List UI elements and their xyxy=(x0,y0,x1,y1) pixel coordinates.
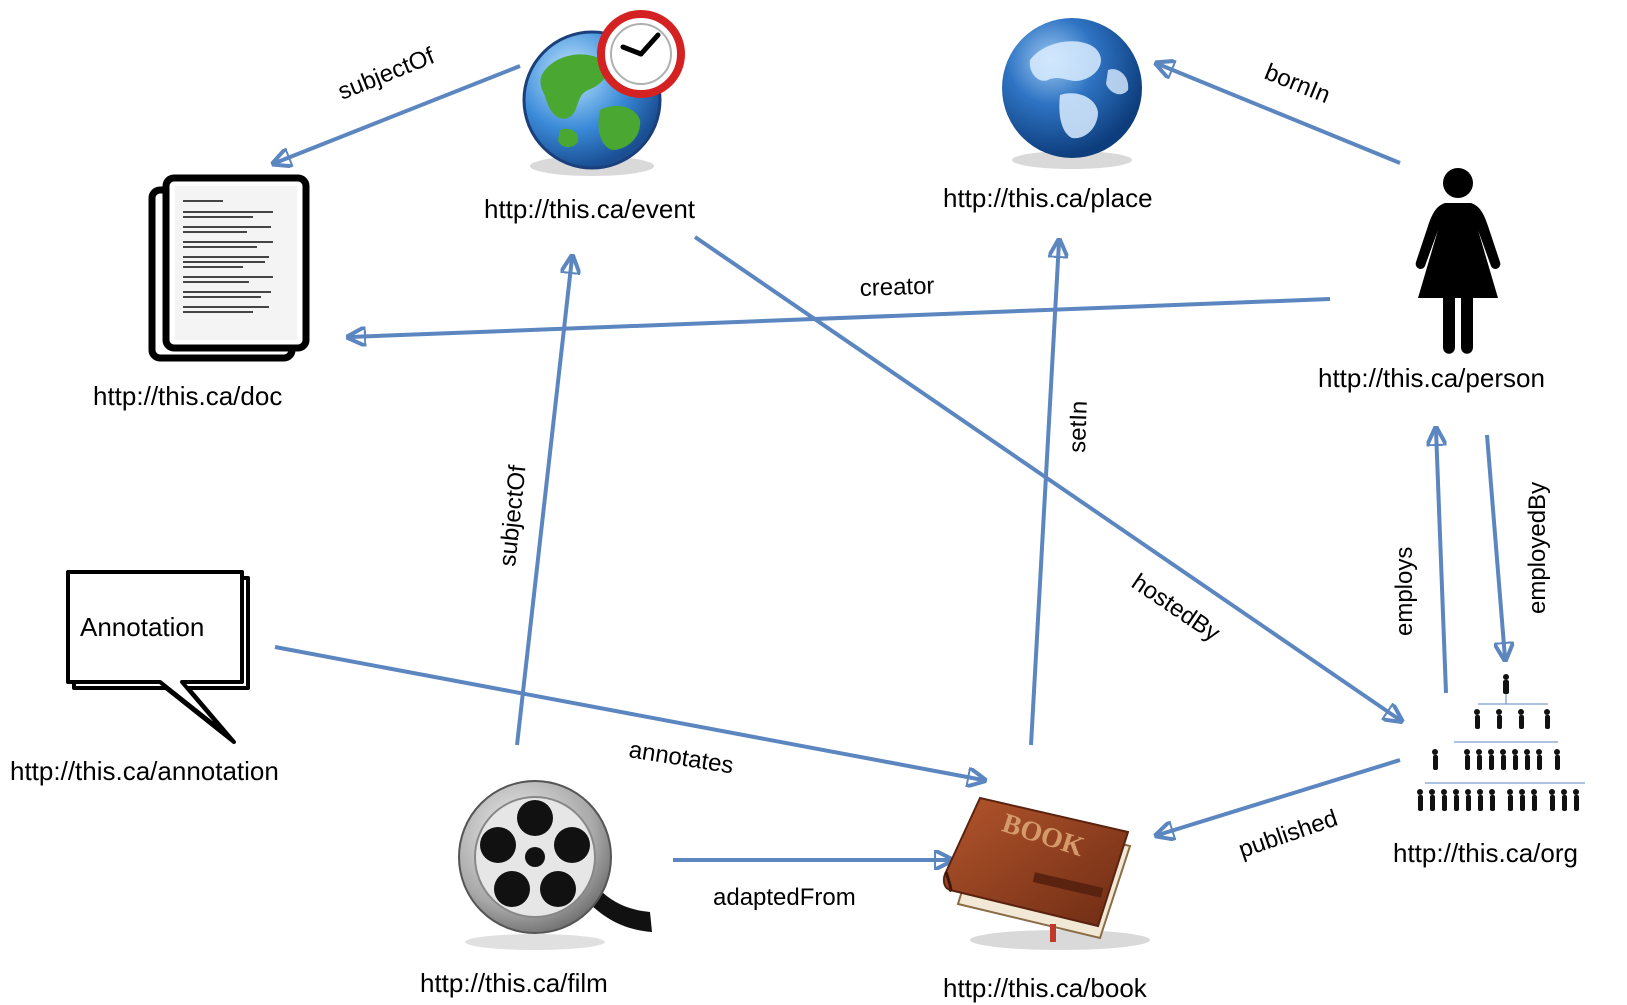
edge-labels: subjectOf bornIn creator subjectOf setIn… xyxy=(334,42,1551,911)
org-chart-icon xyxy=(1417,674,1585,811)
node-label-event: http://this.ca/event xyxy=(484,194,696,224)
label-person-doc: creator xyxy=(859,272,935,302)
label-film-event: subjectOf xyxy=(494,464,531,568)
node-label-annotation: http://this.ca/annotation xyxy=(10,756,279,786)
node-label-film: http://this.ca/film xyxy=(420,968,608,998)
globe-clock-icon xyxy=(522,10,685,176)
node-org: http://this.ca/org xyxy=(1393,674,1585,868)
node-label-org: http://this.ca/org xyxy=(1393,838,1578,868)
node-event: http://this.ca/event xyxy=(484,10,696,224)
edge-org-person xyxy=(1436,430,1448,694)
node-person: http://this.ca/person xyxy=(1318,168,1545,393)
label-org-person: employs xyxy=(1391,547,1418,636)
edge-person-doc xyxy=(350,297,1331,337)
node-label-place: http://this.ca/place xyxy=(943,183,1153,213)
document-icon xyxy=(148,174,310,362)
label-person-place: bornIn xyxy=(1261,59,1334,110)
node-label-book: http://this.ca/book xyxy=(943,973,1148,1003)
node-film: http://this.ca/film xyxy=(420,780,652,998)
person-icon xyxy=(1415,168,1501,354)
edge-event-doc xyxy=(275,64,521,163)
node-annotation: Annotation http://this.ca/annotation xyxy=(10,570,279,786)
label-event-org: hostedBy xyxy=(1127,569,1225,647)
node-label-doc: http://this.ca/doc xyxy=(93,381,282,411)
annotation-bubble-text: Annotation xyxy=(80,612,204,642)
edges xyxy=(275,64,1505,860)
node-doc: http://this.ca/doc xyxy=(93,174,310,411)
book-icon: BOOK xyxy=(942,796,1150,950)
node-place: http://this.ca/place xyxy=(943,18,1153,213)
edge-book-place xyxy=(1029,242,1059,746)
edge-annotation-book xyxy=(274,645,983,780)
label-event-doc: subjectOf xyxy=(334,42,438,105)
label-person-org: employedBy xyxy=(1524,482,1551,614)
edge-person-org xyxy=(1485,434,1505,658)
node-label-person: http://this.ca/person xyxy=(1318,363,1545,393)
edge-event-org xyxy=(693,235,1400,720)
label-film-book: adaptedFrom xyxy=(713,884,856,911)
speech-bubble-icon: Annotation xyxy=(66,570,250,744)
edge-film-event xyxy=(515,258,572,746)
label-annotation-book: annotates xyxy=(627,736,735,779)
label-org-book: published xyxy=(1235,805,1341,864)
label-book-place: setIn xyxy=(1064,400,1093,453)
film-reel-icon xyxy=(458,780,652,950)
edge-person-place xyxy=(1158,64,1401,165)
node-book: BOOK http://this.ca/book xyxy=(942,796,1150,1003)
edge-org-book xyxy=(1158,758,1401,835)
globe-icon xyxy=(1002,18,1142,169)
